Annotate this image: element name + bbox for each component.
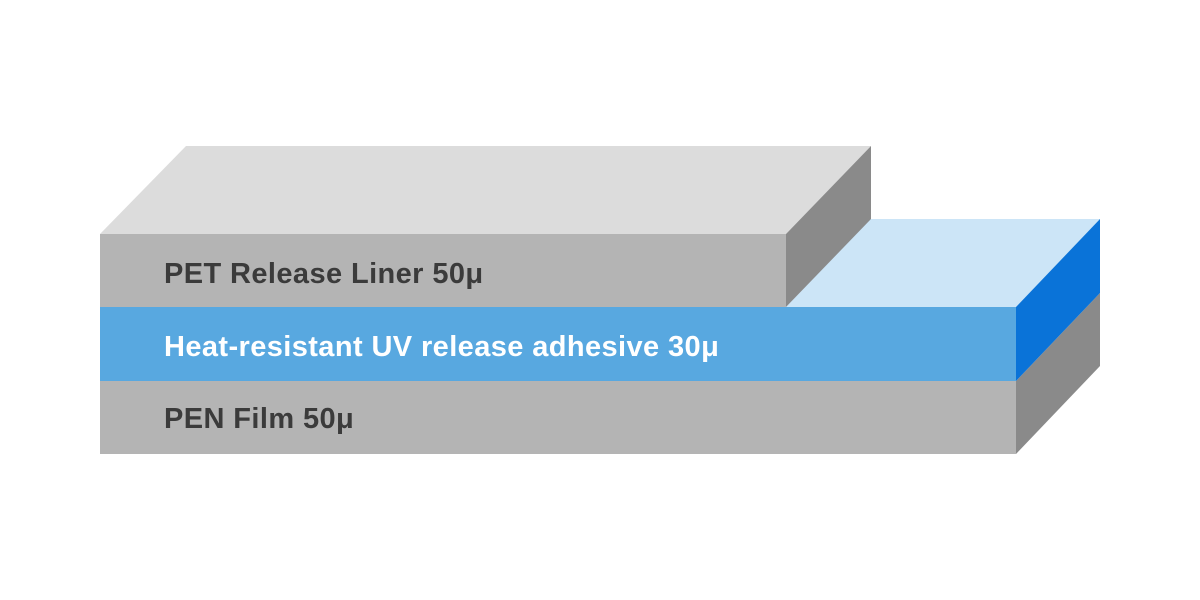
pet-release-liner-label: PET Release Liner 50μ [164,258,484,290]
uv-adhesive-side-face [1016,219,1100,381]
pet-liner-side-face [786,146,871,307]
uv-adhesive-top-face [786,219,1100,307]
pen-film-label: PEN Film 50μ [164,403,355,435]
pet-liner-front-face [100,234,786,307]
pen-film-side-face [1016,293,1100,454]
uv-release-adhesive-label: Heat-resistant UV release adhesive 30μ [164,331,720,363]
pen-film-front-face [100,381,1016,454]
pet-liner-top-face [100,146,871,234]
uv-adhesive-front-face [100,307,1016,381]
